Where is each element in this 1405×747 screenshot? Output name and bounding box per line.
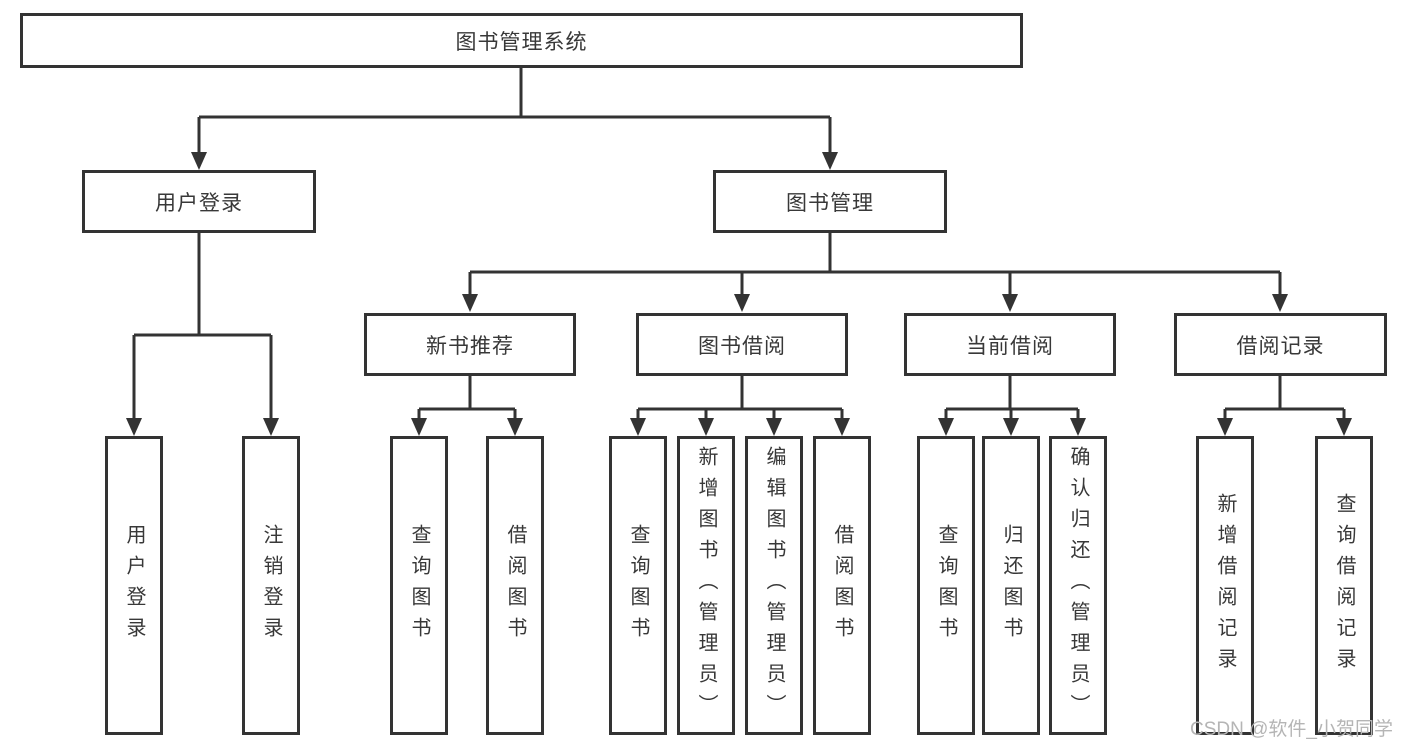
leaf-query-books-current: 查询图书 [917,436,975,735]
node-label: 图书借阅 [698,334,786,358]
node-new-book-recommendation: 新书推荐 [364,313,576,376]
node-label: 图书管理 [786,191,874,215]
leaf-user-login: 用户登录 [105,436,163,735]
node-label: 图书管理系统 [455,30,588,54]
connector-book-borrow-children [630,376,850,436]
connector-user-login-children [126,233,279,436]
connector-current-borrow-children [938,376,1086,436]
leaf-query-books-borrow: 查询图书 [609,436,667,735]
node-book-borrowing: 图书借阅 [636,313,848,376]
leaf-label: 编辑图书（管理员） [763,446,785,725]
leaf-return-books: 归还图书 [982,436,1040,735]
csdn-watermark: CSDN @软件_小贺同学 [1190,719,1393,740]
leaf-label: 注销登录 [260,523,282,648]
leaf-query-books-recommend: 查询图书 [390,436,448,735]
node-borrowing-records: 借阅记录 [1174,313,1387,376]
node-book-management: 图书管理 [713,170,947,233]
leaf-label: 查询图书 [627,523,649,648]
leaf-edit-books-admin: 编辑图书（管理员） [745,436,803,735]
connector-book-management-children [462,233,1288,312]
leaf-confirm-return-admin: 确认归还（管理员） [1049,436,1107,735]
leaf-label: 查询图书 [408,523,430,648]
node-label: 借阅记录 [1236,334,1325,358]
node-current-borrowing: 当前借阅 [904,313,1116,376]
node-label: 用户登录 [155,191,243,215]
leaf-logout-login: 注销登录 [242,436,300,735]
node-label: 新书推荐 [426,334,514,358]
leaf-query-borrow-record: 查询借阅记录 [1315,436,1373,735]
connector-root-to-level2 [191,68,838,170]
leaf-label: 新增借阅记录 [1214,492,1236,679]
leaf-label: 确认归还（管理员） [1067,446,1089,725]
node-user-login: 用户登录 [82,170,316,233]
connector-new-book-children [411,376,523,436]
leaf-borrow-books: 借阅图书 [813,436,871,735]
leaf-add-books-admin: 新增图书（管理员） [677,436,735,735]
leaf-label: 查询借阅记录 [1333,492,1355,679]
leaf-label: 借阅图书 [504,523,526,648]
leaf-label: 归还图书 [1000,523,1022,648]
node-library-management-system: 图书管理系统 [20,13,1023,68]
leaf-label: 借阅图书 [831,523,853,648]
leaf-label: 新增图书（管理员） [695,446,717,725]
connector-borrow-record-children [1217,376,1352,436]
leaf-borrow-books-recommend: 借阅图书 [486,436,544,735]
leaf-label: 用户登录 [123,523,145,648]
node-label: 当前借阅 [966,334,1054,358]
leaf-add-borrow-record: 新增借阅记录 [1196,436,1254,735]
leaf-label: 查询图书 [935,523,957,648]
